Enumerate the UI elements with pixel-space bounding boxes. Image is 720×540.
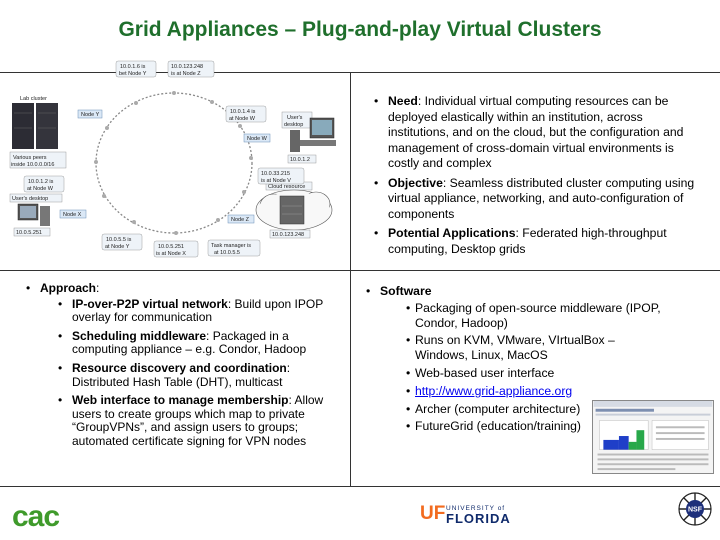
node-z-label: Node Z [231,217,250,223]
software-subitem: http://www.grid-appliance.org [406,384,664,399]
approach-subitem: Scheduling middleware: Packaged in a com… [54,329,342,357]
ip-left-label: 10.0.5.251 [16,230,42,236]
approach-subitem: IP-over-P2P virtual network: Build upon … [54,297,342,325]
callout-8-line-2: at 10.0.5.5 [214,250,240,256]
callout-4-line-1: 10.0.1.2 is [28,179,54,185]
callout-1-line-1: 10.0.1.6 is [120,64,146,70]
approach-item: Approach: IP-over-P2P virtual network: B… [24,281,342,449]
callout-2-line-2: is at Node Z [171,71,201,77]
callout-7-line-2: is at Node X [156,251,186,257]
callout-5-line-2: is at Node V [261,178,291,184]
overview-section: Need: Individual virtual computing resou… [372,94,706,261]
need-item: Need: Individual virtual computing resou… [372,94,706,172]
slide-title: Grid Appliances – Plug-and-play Virtual … [118,18,602,41]
cloud-icon [255,189,333,231]
callout-2-line-1: 10.0.123.248 [171,64,203,70]
cloud-resource-label: Cloud resource [268,184,305,190]
grid-appliance-link[interactable]: http://www.grid-appliance.org [415,383,573,398]
callout-4-line-2: at Node W [27,186,54,192]
callout-6-line-2: at Node Y [105,244,130,250]
callout-8-line-1: Task manager is [211,243,251,249]
software-subitem: Runs on KVM, VMware, VIrtualBox – Window… [406,333,664,363]
inside-lan-label: inside 10.0.0.0/16 [11,162,54,168]
various-peers-label: Various peers [13,155,47,161]
divider-middle [0,270,720,271]
lab-cluster-label: Lab cluster [20,96,47,102]
users-desktop-right-label-1: User's [287,115,303,121]
software-subitem: FutureGrid (education/training) [406,419,664,434]
uf-logo-mark: UF [420,503,446,524]
cac-logo: cac [12,500,60,533]
ip-cloud-label: 10.0.123.248 [272,232,304,238]
divider-bottom [0,486,720,487]
objective-item: Objective: Seamless distributed cluster … [372,176,706,223]
web-interface-screenshot [592,400,714,474]
approach-subitem: Resource discovery and coordination: Dis… [54,361,342,389]
approach-subitem: Web interface to manage membership: Allo… [54,393,342,448]
approach-section: Approach: IP-over-P2P virtual network: B… [24,281,342,454]
users-desktop-right-label-2: desktop [284,122,303,128]
node-x-label: Node X [63,212,82,218]
software-section: Software Packaging of open-source middle… [364,284,664,438]
server-rack-icon [12,103,58,149]
applications-item: Potential Applications: Federated high-t… [372,226,706,257]
users-desktop-left-label: User's desktop [12,196,48,202]
callout-6-line-1: 10.0.5.5 is [106,237,132,243]
software-subitem: Archer (computer architecture) [406,402,664,417]
uf-logo-text: UNIVERSITY of FLORIDA [446,505,511,526]
ip-right-label: 10.0.1.2 [290,157,310,163]
callout-7-line-1: 10.0.5.251 [158,244,184,250]
callout-1-line-2: bet Node Y [119,71,147,77]
software-subitem: Web-based user interface [406,366,664,381]
callout-3-line-2: at Node W [229,116,256,122]
divider-vertical [350,72,351,486]
desktop-computer-left-icon [17,203,50,226]
callout-5-line-1: 10.0.33.215 [261,171,290,177]
desktop-computer-right-icon [290,117,336,152]
nsf-logo: NSF [678,492,712,526]
nsf-text: NSF [688,507,703,514]
network-diagram: Lab cluster Various peers inside 10.0.0.… [9,60,336,258]
node-y-label: Node Y [81,112,100,118]
callout-3-line-1: 10.0.1.4 is [230,109,256,115]
divider-top [0,72,720,73]
software-item: Software Packaging of open-source middle… [364,284,664,434]
software-subitem: Packaging of open-source middleware (IPO… [406,301,664,331]
node-w-label: Node W [247,136,268,142]
